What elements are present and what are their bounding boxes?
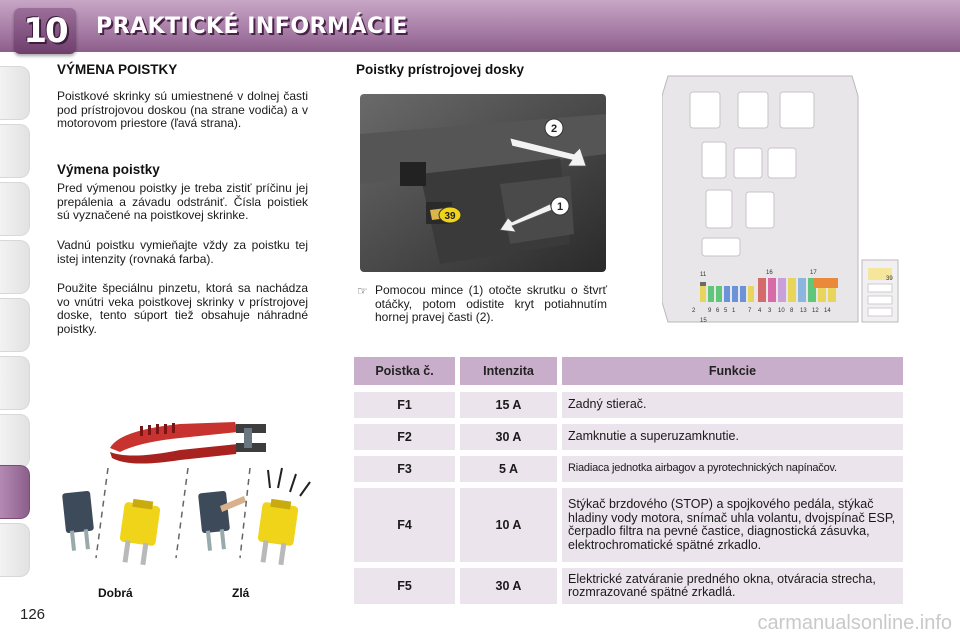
- fuse-label-16: 16: [766, 270, 773, 276]
- chapter-tab-10-active[interactable]: [0, 465, 30, 519]
- separator-lines: [95, 467, 251, 559]
- callout-2: 2: [551, 123, 557, 135]
- subsection-heading: Výmena poistky: [57, 162, 160, 177]
- table-row-f1-fuse: F1: [354, 392, 455, 418]
- table-row-f1-function: Zadný stierač.: [562, 392, 903, 418]
- fuse-label-8: 8: [790, 308, 794, 314]
- fuse-label-2: 2: [692, 308, 696, 314]
- fuse-label-5: 5: [724, 308, 728, 314]
- fuse-label-11: 11: [700, 272, 707, 278]
- chapter-tab-4[interactable]: [0, 240, 30, 294]
- chapter-badge: [14, 8, 76, 54]
- label-bad: Zlá: [232, 586, 250, 600]
- dashboard-photo: 2 1 39: [360, 94, 606, 272]
- callout-1-icon: [550, 196, 570, 216]
- label-good: Dobrá: [98, 586, 133, 600]
- fuse-box-diagram: 11 16 17 39 2 15 9 6 5 1 7 4 3 10 8 13 1…: [662, 75, 899, 324]
- bad-fuse-dark-icon: [198, 490, 246, 551]
- fuse-label-17: 17: [810, 270, 817, 276]
- burn-sparks-icon: [267, 467, 311, 497]
- watermark-text: carmanualsonline.info: [757, 612, 952, 634]
- callout-39-icon: [438, 206, 462, 224]
- table-row-f3-function: Riadiaca jednotka airbagov a pyrotechnic…: [562, 456, 903, 482]
- fuse-label-9: 9: [708, 308, 712, 314]
- callout-1: 1: [557, 201, 563, 213]
- callout-39: 39: [444, 211, 456, 222]
- fuse-label-7: 7: [748, 308, 752, 314]
- chapter-tab-7[interactable]: [0, 414, 30, 468]
- good-fuse-yellow-icon: [119, 498, 161, 566]
- chapter-tab-1[interactable]: [0, 66, 30, 120]
- fuse-label-12: 12: [812, 308, 819, 314]
- table-row-f2-amp: 30 A: [460, 424, 557, 450]
- paragraph-same-rating: Vadnú poistku vymieňajte vždy za poistku…: [57, 238, 308, 266]
- fuse-label-6: 6: [716, 308, 720, 314]
- tweezers-icon: [110, 422, 266, 464]
- table-row-f2-fuse: F2: [354, 424, 455, 450]
- table-row-f3-amp: 5 A: [460, 456, 557, 482]
- fuse-label-10: 10: [778, 308, 785, 314]
- chapter-tab-5[interactable]: [0, 298, 30, 352]
- chapter-number: 10: [23, 11, 68, 51]
- table-row-f2-function: Zamknutie a superuzamknutie.: [562, 424, 903, 450]
- table-header-functions: Funkcie: [562, 357, 903, 385]
- chapter-tab-3[interactable]: [0, 182, 30, 236]
- fuse-label-4: 4: [758, 308, 762, 314]
- fuse-illustration: [62, 422, 311, 566]
- table-row-f5-amp: 30 A: [460, 568, 557, 604]
- table-row-f4-fuse: F4: [354, 488, 455, 562]
- chapter-tab-2[interactable]: [0, 124, 30, 178]
- page-number: 126: [20, 606, 46, 623]
- table-row-f1-amp: 15 A: [460, 392, 557, 418]
- table-header-amperage: Intenzita: [460, 357, 557, 385]
- bad-fuse-yellow-icon: [257, 498, 299, 566]
- hand-pointer-icon: ☞: [357, 284, 368, 298]
- header-band: [0, 0, 960, 52]
- table-row-f5-function: Elektrické zatváranie predného okna, otv…: [562, 568, 903, 604]
- table-row-f4-amp: 10 A: [460, 488, 557, 562]
- paragraph-cause: Pred výmenou poistky je treba zistiť prí…: [57, 181, 308, 223]
- paragraph-tweezers: Použite špeciálnu pinzetu, ktorá sa nach…: [57, 281, 308, 336]
- callout-2-icon: [544, 118, 564, 138]
- table-row-f5-fuse: F5: [354, 568, 455, 604]
- fuse-box-heading: Poistky prístrojovej dosky: [356, 62, 525, 77]
- fuse-slots: [700, 278, 838, 302]
- good-fuse-dark-icon: [62, 490, 94, 551]
- table-row-f3-fuse: F3: [354, 456, 455, 482]
- fuse-label-14: 14: [824, 308, 831, 314]
- chapter-tab-6[interactable]: [0, 356, 30, 410]
- page-title: PRAKTICKÉ INFORMÁCIE: [96, 14, 408, 39]
- table-row-f4-function: Stýkač brzdového (STOP) a spojkového ped…: [562, 488, 903, 562]
- table-header-fuse: Poistka č.: [354, 357, 455, 385]
- fuse-label-1: 1: [732, 308, 736, 314]
- fuse-label-15: 15: [700, 318, 707, 324]
- fuse-label-13: 13: [800, 308, 807, 314]
- section-heading: VÝMENA POISTKY: [57, 62, 178, 77]
- fuse-label-39: 39: [886, 276, 893, 282]
- chapter-tab-9[interactable]: [0, 523, 30, 577]
- fuse-label-3: 3: [768, 308, 772, 314]
- intro-paragraph: Poistkové skrinky sú umiestnené v dolnej…: [57, 89, 308, 131]
- instruction-text: Pomocou mince (1) otočte skrutku o štvrť…: [375, 283, 607, 325]
